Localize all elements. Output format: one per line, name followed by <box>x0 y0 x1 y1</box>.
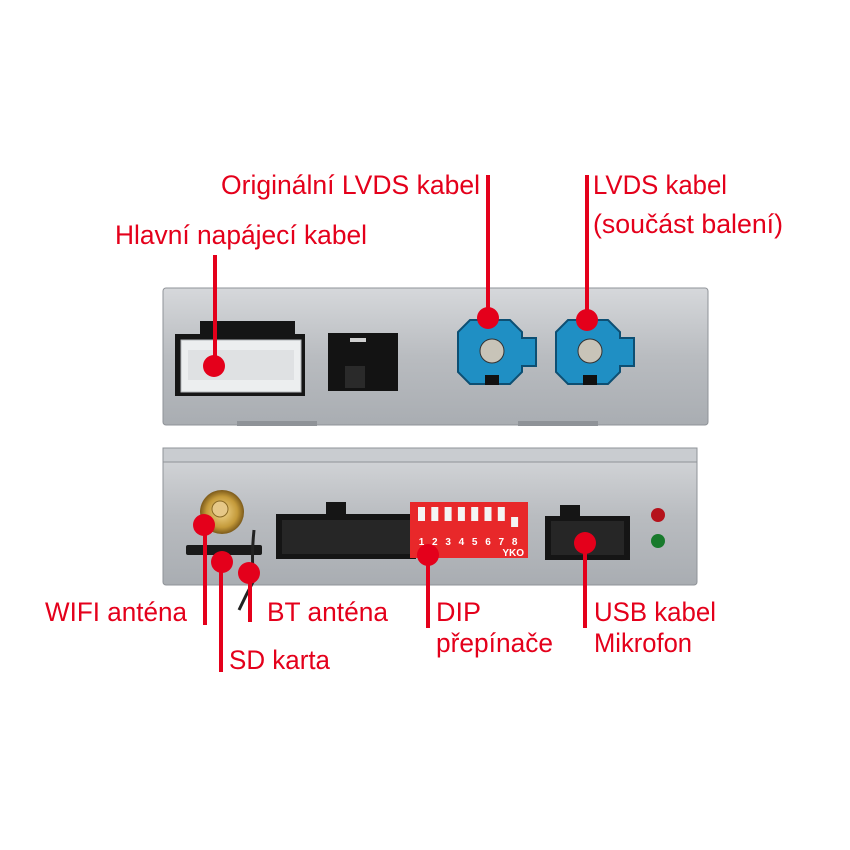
dip-switch-lever[interactable] <box>418 507 425 521</box>
red-led <box>651 508 665 522</box>
green-led <box>651 534 665 548</box>
dip-switch-number: 4 <box>459 537 465 548</box>
dip-switch-number: 3 <box>445 537 451 548</box>
dip-switch-number: 5 <box>472 537 478 548</box>
dip-switch-lever[interactable] <box>431 507 439 521</box>
dip-switch-lever[interactable] <box>471 507 479 521</box>
label-dip: DIP <box>436 597 481 627</box>
label-sd-card: SD karta <box>229 645 331 675</box>
callout-lines <box>203 175 589 672</box>
dip-switch-lever[interactable] <box>457 507 465 521</box>
dip-switch-number: 7 <box>499 537 505 548</box>
label-wifi-antenna: WIFI anténa <box>45 597 188 627</box>
callout-dots <box>193 307 598 584</box>
dip-switch-lever[interactable] <box>511 517 519 527</box>
dip-switch-number: 1 <box>419 537 425 548</box>
main-connector-20pin <box>276 502 416 559</box>
top-unit <box>162 287 709 426</box>
lvds-connector-original <box>457 319 537 385</box>
small-black-connector <box>328 333 398 391</box>
label-lvds-cable: LVDS kabel <box>593 170 727 200</box>
dip-switch-lever[interactable] <box>444 507 452 521</box>
label-usb-cable: USB kabel <box>594 597 716 627</box>
dip-switch-number: 2 <box>432 537 438 548</box>
label-microphone: Mikrofon <box>594 628 692 658</box>
dip-brand: YKO <box>502 548 524 559</box>
dip-switch-number: 6 <box>485 537 491 548</box>
dip-switch-lever[interactable] <box>497 507 505 521</box>
label-main-power-cable: Hlavní napájecí kabel <box>115 220 367 250</box>
label-original-lvds-cable: Originální LVDS kabel <box>221 170 480 200</box>
label-lvds-included: (součást balení) <box>593 209 783 239</box>
label-dip-switches: přepínače <box>436 628 553 658</box>
dip-switch-number: 8 <box>512 537 518 548</box>
dip-switch-lever[interactable] <box>484 507 492 521</box>
lvds-connector-included <box>555 319 635 385</box>
label-bt-antenna: BT anténa <box>267 597 389 627</box>
